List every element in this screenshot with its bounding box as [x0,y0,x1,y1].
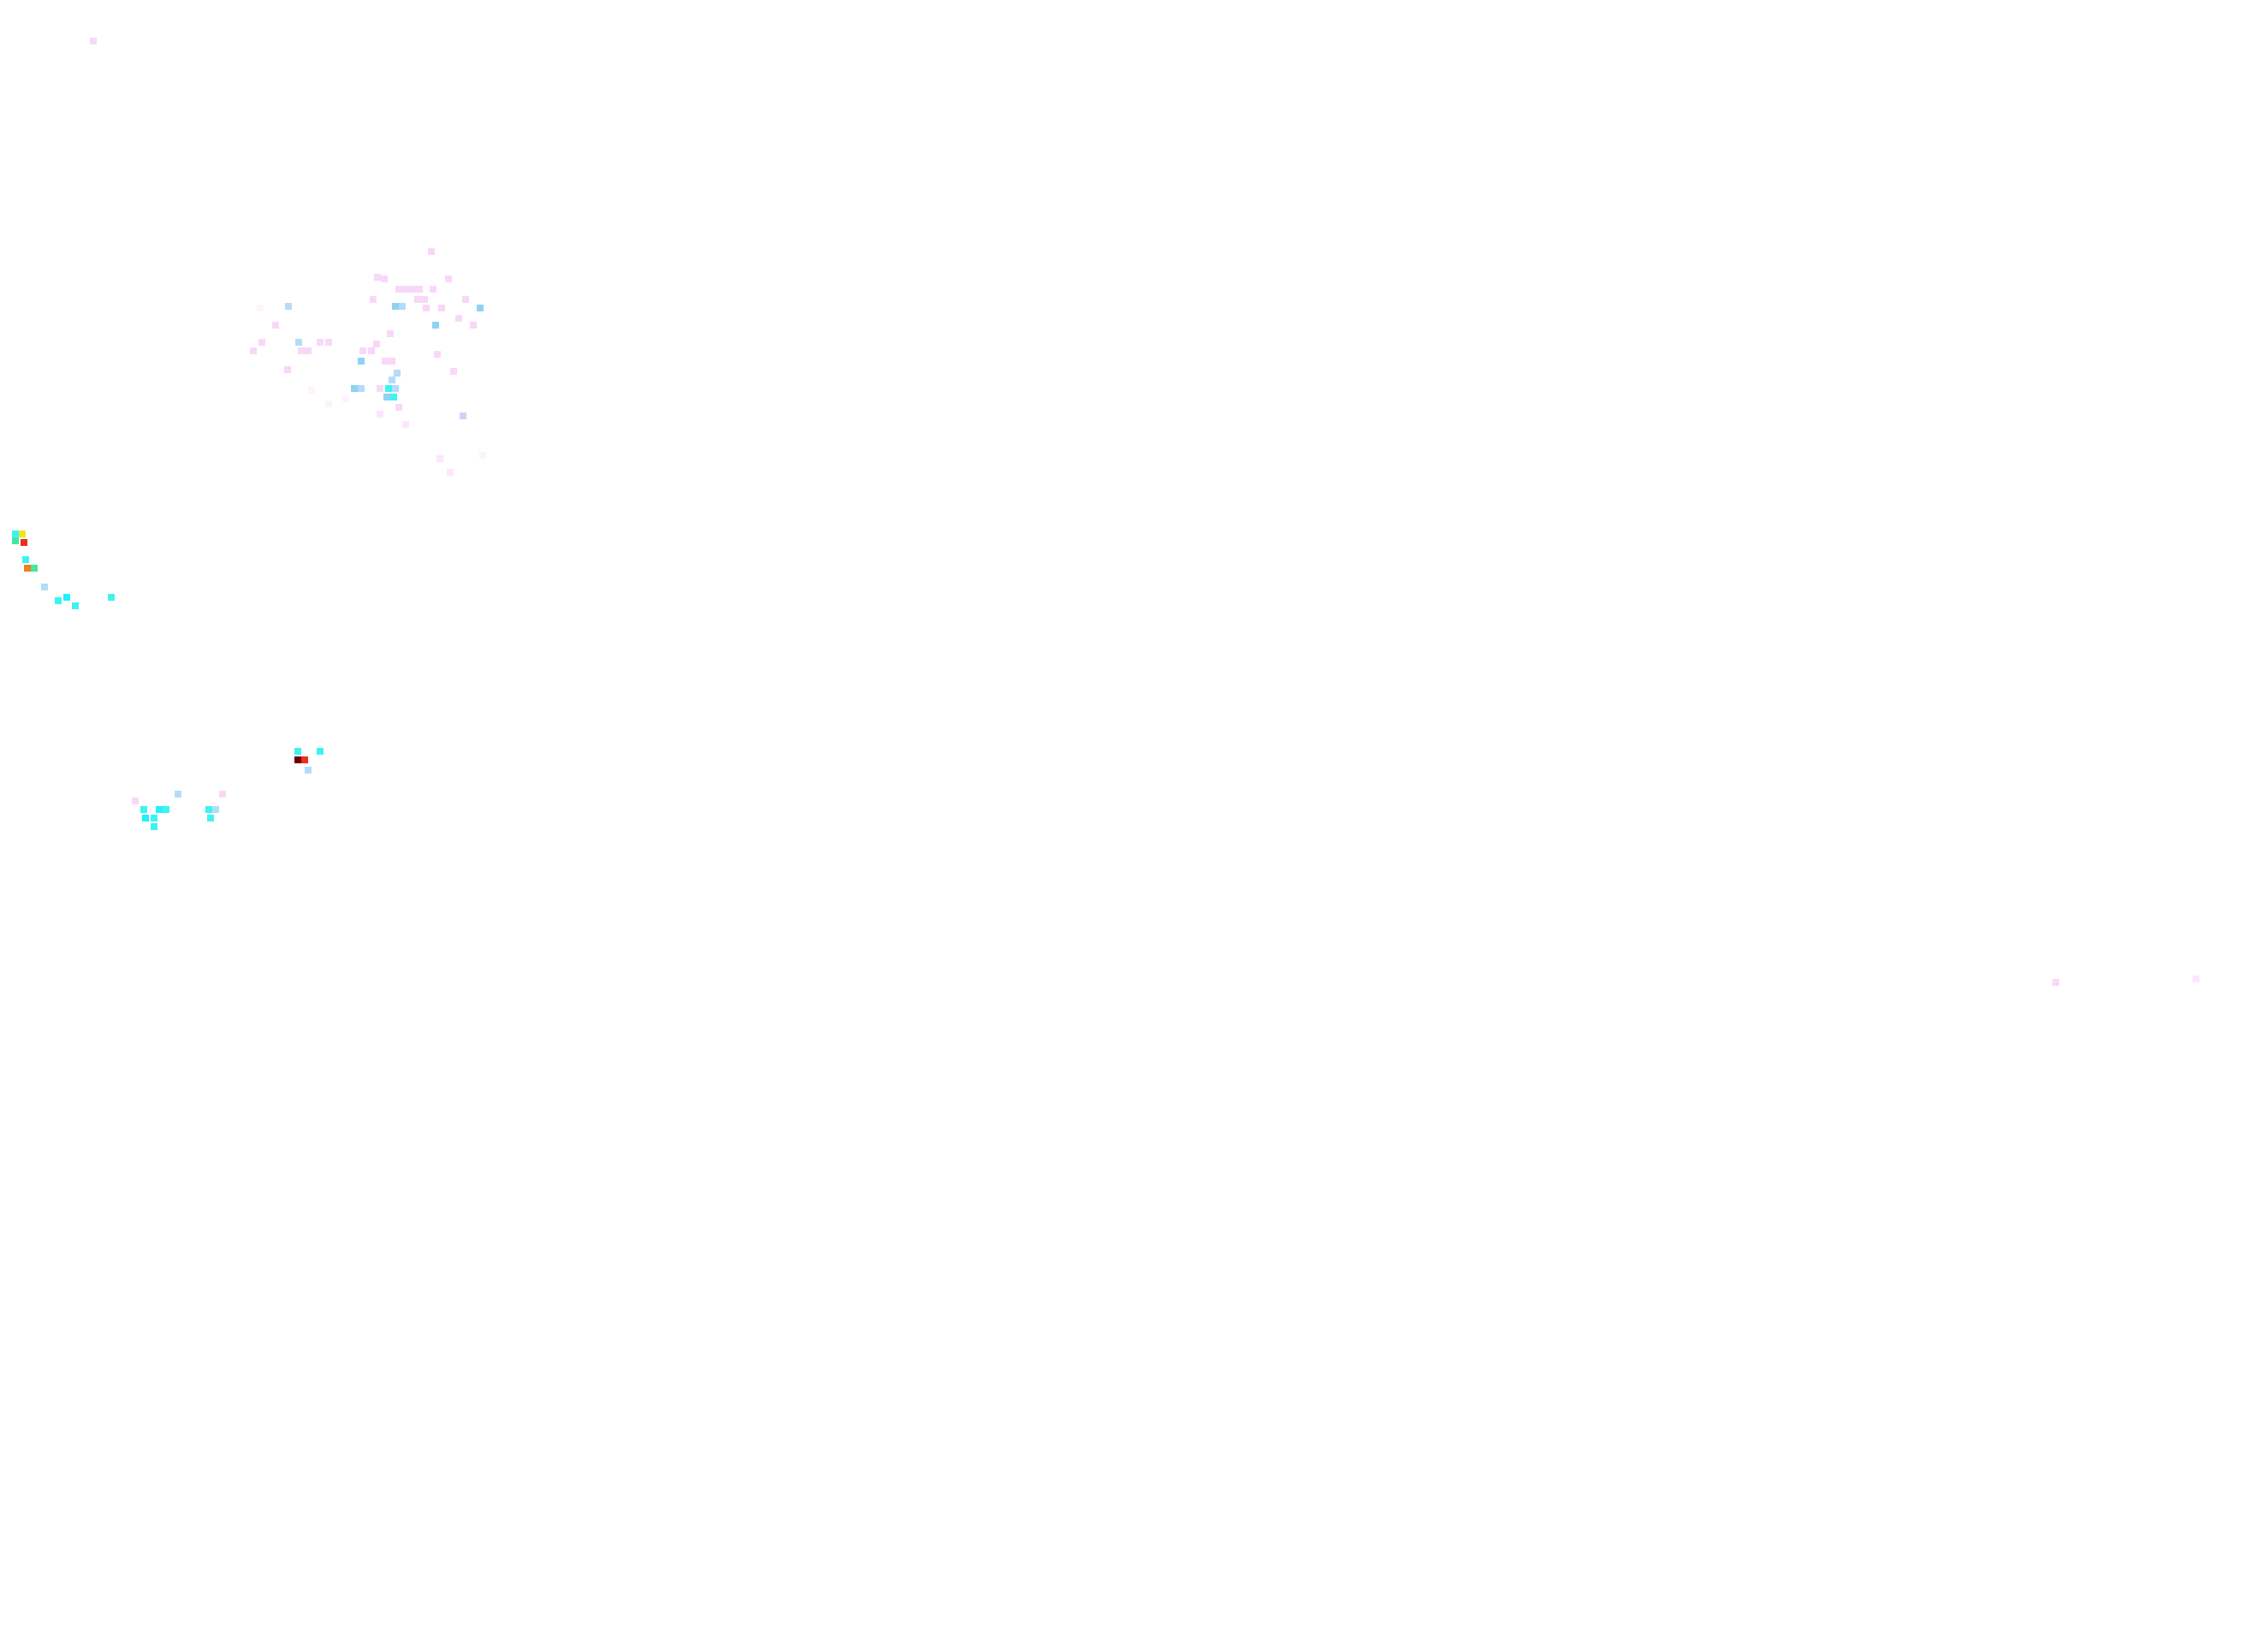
color-speck [368,347,375,354]
color-speck [305,767,312,774]
color-speck [436,455,443,462]
color-speck [402,421,409,428]
color-speck [421,296,428,303]
color-speck [359,347,366,354]
color-speck [142,815,149,821]
color-speck [414,296,421,303]
color-speck [342,395,349,402]
color-speck [207,815,214,821]
color-speck [108,594,115,601]
color-speck [140,806,147,813]
color-speck [402,286,409,293]
color-speck [358,385,365,392]
color-speck [479,452,486,459]
color-speck [257,305,264,311]
color-speck [258,339,265,346]
color-speck [2193,976,2200,982]
color-speck [24,565,31,572]
color-speck [423,305,430,311]
color-speck [294,756,301,763]
color-speck [450,368,457,375]
color-speck [175,791,181,798]
color-speck [373,341,380,347]
color-speck [63,594,70,601]
color-speck [392,303,399,310]
color-speck [382,358,389,365]
color-speck [12,537,19,544]
color-speck [399,303,406,310]
color-speck [470,322,477,329]
color-speck [447,469,454,476]
color-speck [455,315,462,322]
color-speck [132,798,139,804]
color-speck [325,400,332,407]
color-speck [151,815,157,821]
color-speck [90,38,97,44]
color-speck [377,411,383,418]
color-speck [445,276,452,282]
color-speck [163,806,169,813]
color-speck [308,387,315,394]
color-speck [317,748,324,755]
color-speck [151,823,157,830]
color-speck [462,296,469,303]
color-speck [285,303,292,310]
color-speck [156,806,163,813]
color-speck [250,347,257,354]
color-speck [305,347,312,354]
color-speck [22,556,29,563]
color-speck [358,358,365,365]
color-speck [325,339,332,346]
color-speck [12,531,19,537]
color-speck [31,565,38,572]
color-speck [432,322,439,329]
color-speck [72,602,79,609]
color-speck [409,286,416,293]
color-speck [294,748,301,755]
color-speck [394,370,401,377]
color-speck [460,412,466,419]
color-speck [2052,979,2059,986]
color-speck [438,305,445,311]
color-speck [41,584,48,590]
color-speck [219,791,226,798]
color-speck [374,274,381,281]
color-speck [272,322,279,329]
color-speck [284,366,291,373]
color-speck [21,539,27,546]
color-speck [19,531,26,537]
color-speck [389,377,395,383]
color-speck [317,339,324,346]
color-speck [212,806,219,813]
color-speck [383,394,390,400]
color-speck [428,248,435,255]
color-speck [385,385,392,392]
color-speck [392,385,399,392]
color-speck [381,276,388,282]
color-speck [390,394,397,400]
color-speck [477,305,484,311]
color-speck [295,339,302,346]
color-speck [395,286,402,293]
color-speck [377,385,383,392]
color-speck [389,358,395,365]
color-speck [387,330,394,337]
color-speck [434,351,441,358]
color-speck [298,347,305,354]
color-speck [205,806,212,813]
color-speck [430,286,436,293]
color-speck [55,597,62,604]
color-speck [370,296,377,303]
color-speck [301,756,308,763]
color-speck [416,286,423,293]
color-speck [351,385,358,392]
color-speck [395,404,402,411]
